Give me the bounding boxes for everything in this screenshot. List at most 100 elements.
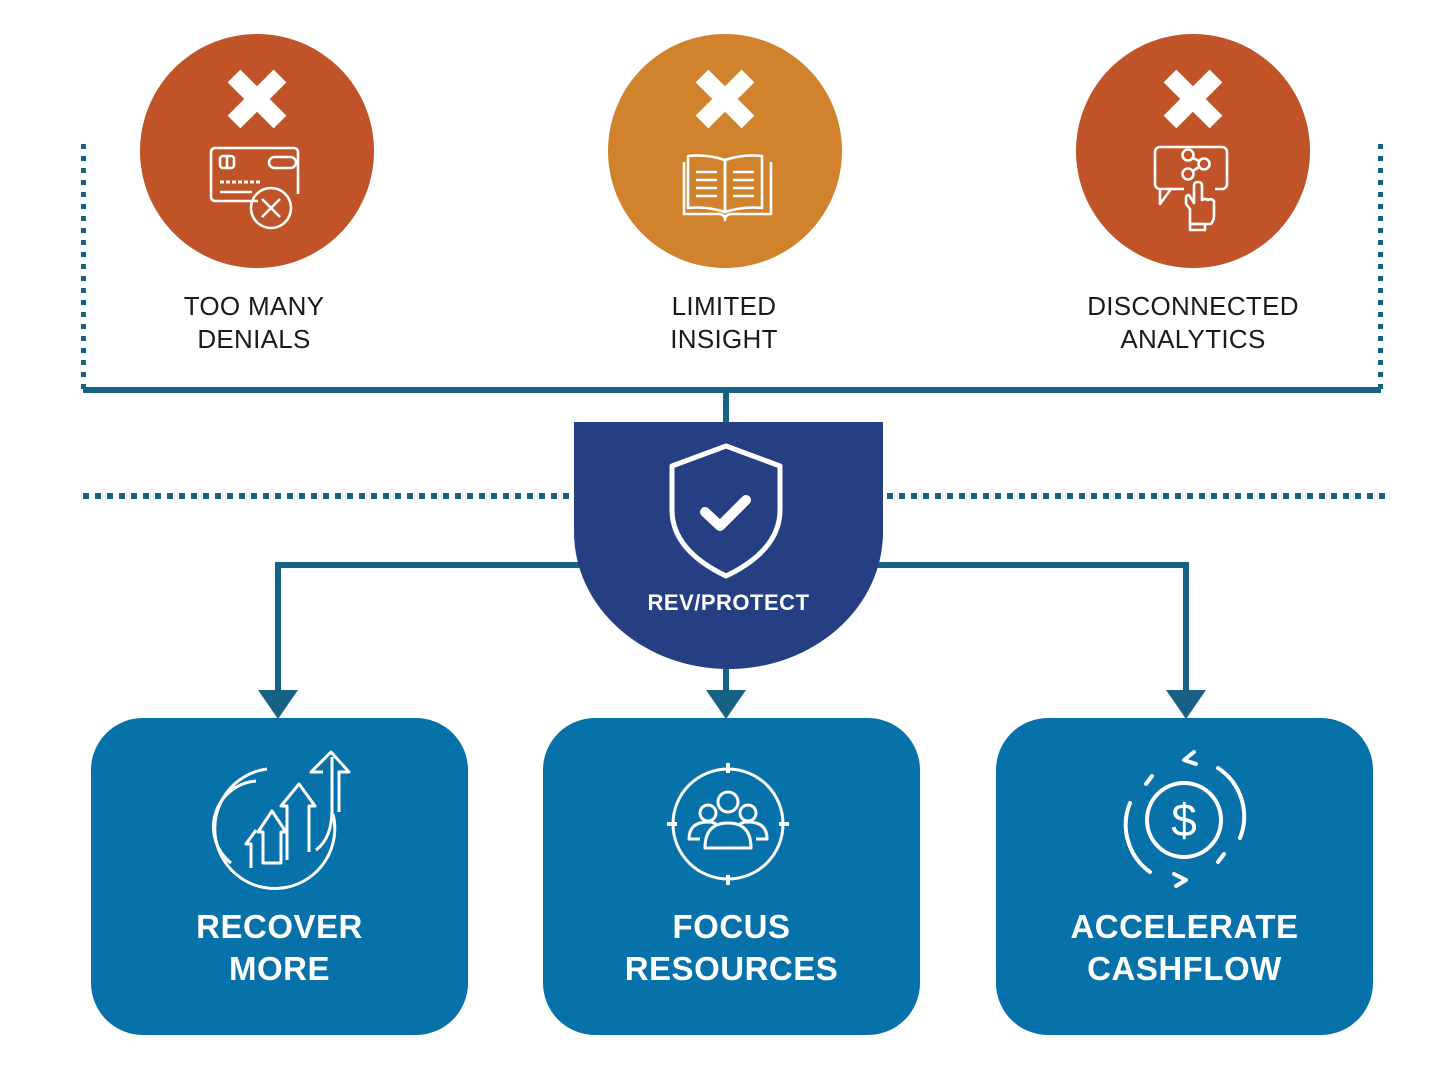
divider-dot [1067,493,1073,499]
divider-dot [1079,493,1085,499]
divider-dot [983,493,989,499]
divider-dot [179,493,185,499]
divider-dot [455,493,461,499]
divider-dot [1379,493,1385,499]
divider-dot [1211,493,1217,499]
divider-dot [119,493,125,499]
divider-dot [239,493,245,499]
branch-left-horizontal [275,562,585,568]
problem-label-line: DENIALS [197,324,311,354]
outcome-label-recover: RECOVER MORE [91,906,468,990]
divider-dot [1139,493,1145,499]
divider-dot [1115,493,1121,499]
divider-dot [1307,493,1313,499]
divider-dot [1355,493,1361,499]
divider-dot [359,493,365,499]
outcome-box-recover: RECOVER MORE [91,718,468,1035]
divider-dot [407,493,413,499]
divider-dot [1187,493,1193,499]
divider-dot [539,493,545,499]
branch-right-vertical [1183,562,1189,692]
divider-dot [971,493,977,499]
arrowhead-left [258,690,298,719]
problem-label-line: LIMITED [671,291,777,321]
divider-dot [95,493,101,499]
bracket-baseline [83,387,1381,393]
problem-label-analytics: DISCONNECTED ANALYTICS [1043,290,1343,356]
divider-dot [1319,493,1325,499]
divider-dot [107,493,113,499]
divider-dot [155,493,161,499]
section-divider-dotted-line [83,493,1385,499]
left-bracket-dotted-line [81,144,86,389]
divider-dot [1055,493,1061,499]
outcome-label-cashflow: ACCELERATE CASHFLOW [996,906,1373,990]
divider-dot [923,493,929,499]
shield-check-icon [669,443,783,579]
outcome-box-focus: FOCUS RESOURCES [543,718,920,1035]
divider-dot [1367,493,1373,499]
divider-dot [383,493,389,499]
branch-center-vertical [723,660,729,692]
outcome-label-focus: FOCUS RESOURCES [543,906,920,990]
divider-dot [1007,493,1013,499]
problem-label-line: INSIGHT [670,324,778,354]
divider-dot [83,493,89,499]
divider-dot [227,493,233,499]
outcome-label-line: CASHFLOW [1087,950,1282,987]
outcome-box-cashflow: $ ACCELERATE CASHFLOW [996,718,1373,1035]
x-mark-icon [695,69,755,129]
outcome-label-line: RECOVER [196,908,363,945]
divider-dot [1247,493,1253,499]
divider-dot [311,493,317,499]
divider-dot [215,493,221,499]
divider-dot [1331,493,1337,499]
solution-badge [574,422,883,669]
divider-dot [1151,493,1157,499]
arrowhead-center [706,690,746,719]
divider-dot [1091,493,1097,499]
divider-dot [1163,493,1169,499]
divider-dot [995,493,1001,499]
divider-dot [191,493,197,499]
divider-dot [1019,493,1025,499]
divider-dot [143,493,149,499]
divider-dot [467,493,473,499]
divider-dot [1343,493,1349,499]
divider-dot [911,493,917,499]
divider-dot [935,493,941,499]
divider-dot [203,493,209,499]
divider-dot [299,493,305,499]
divider-dot [551,493,557,499]
divider-dot [1175,493,1181,499]
outcome-label-line: RESOURCES [624,950,839,987]
divider-dot [1283,493,1289,499]
credit-card-declined-icon [209,146,300,230]
divider-dot [1031,493,1037,499]
divider-dot [419,493,425,499]
problem-circle-analytics [1076,34,1310,268]
divider-dot [1043,493,1049,499]
share-chat-pointer-icon [1153,145,1229,232]
divider-dot [563,493,569,499]
divider-dot [287,493,293,499]
divider-dot [899,493,905,499]
divider-dot [947,493,953,499]
divider-dot [275,493,281,499]
divider-dot [167,493,173,499]
growth-arrows-icon [212,750,351,890]
branch-connectors [258,562,1206,719]
divider-dot [1295,493,1301,499]
bracket-stem [723,390,729,424]
problem-label-line: TOO MANY [183,291,325,321]
divider-dot [1223,493,1229,499]
divider-dot [479,493,485,499]
solution-label: REV/PROTECT [647,590,810,615]
branch-right-horizontal [872,562,1189,568]
divider-dot [527,493,533,499]
divider-dot [371,493,377,499]
divider-dot [263,493,269,499]
problem-label-line: DISCONNECTED [1087,291,1299,321]
divider-dot [1271,493,1277,499]
svg-text:$: $ [1171,794,1197,846]
